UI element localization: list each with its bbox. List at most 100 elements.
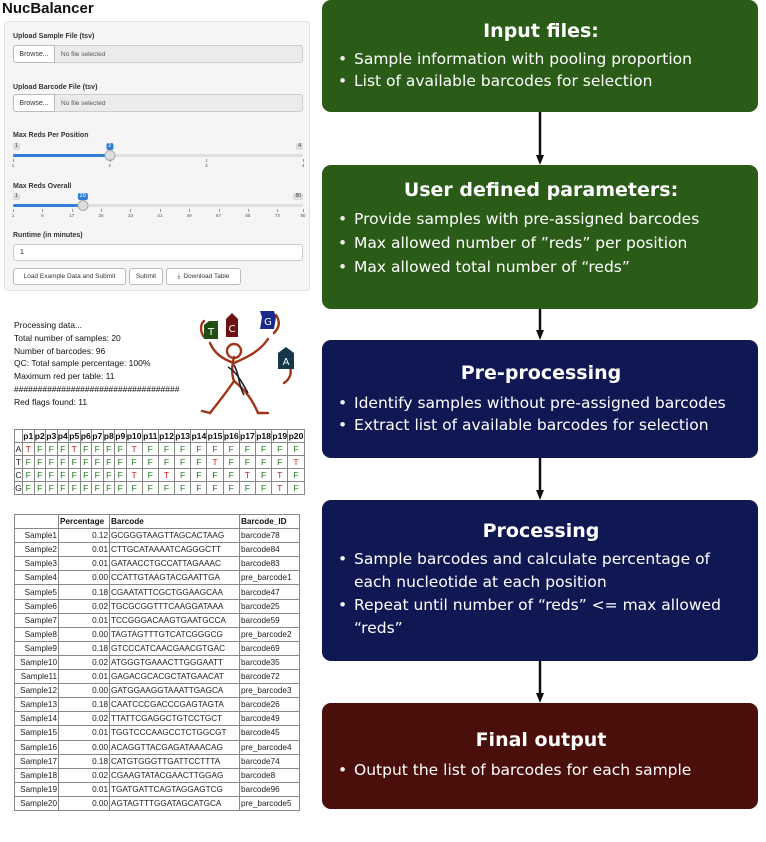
flag-cell: F <box>33 468 46 482</box>
flag-cell: T <box>22 442 35 456</box>
download-table-button[interactable]: ⤓ Download Table <box>166 268 241 285</box>
upload-barcode-label: Upload Barcode File (tsv) <box>13 84 98 91</box>
load-example-button[interactable]: Load Example Data and Submit <box>13 268 126 285</box>
flag-cell: F <box>174 468 192 482</box>
sample-name-cell: Sample17 <box>14 753 59 769</box>
barcode-id-cell: barcode69 <box>239 640 300 656</box>
position-header: p12 <box>157 429 176 443</box>
barcode-cell: CAATCCCGACCCGAGTAGTA <box>109 697 240 713</box>
position-header: p4 <box>56 429 69 443</box>
flag-cell: F <box>141 468 159 482</box>
flag-cell: F <box>174 442 192 456</box>
percentage-cell: 0.18 <box>58 584 110 600</box>
flag-cell: F <box>174 481 192 495</box>
slider-track[interactable] <box>13 204 303 207</box>
submit-button[interactable]: Submit <box>129 268 163 285</box>
browse-sample-button[interactable]: Browse... <box>13 45 55 63</box>
barcode-id-cell: barcode96 <box>239 781 300 797</box>
flag-cell: F <box>114 442 127 456</box>
sample-name-cell: Sample20 <box>14 795 59 811</box>
slider-handle[interactable] <box>77 200 89 211</box>
params-bullet: Provide samples with pre-assigned barcod… <box>338 207 744 231</box>
sample-name-cell: Sample6 <box>14 598 59 614</box>
barcode-cell: CCATTGTAAGTACGAATTGA <box>109 570 240 586</box>
browse-barcode-button[interactable]: Browse... <box>13 94 55 112</box>
barcode-cell: TCCGGGACAAGTGAATGCCA <box>109 612 240 628</box>
flag-cell: F <box>91 442 104 456</box>
slider-tick-mark <box>303 159 304 162</box>
barcode-cell: ATGGGTGAAACTTGGGAATT <box>109 654 240 671</box>
barcode-cell: CGAAGTATACGAACTTGGAG <box>109 767 240 783</box>
flag-cell: F <box>114 481 127 495</box>
log-line: Number of barcodes: 96 <box>14 345 106 356</box>
barcode-cell: AGTAGTTTGGATAGCATGCA <box>109 795 240 811</box>
barcode-cell: CATGTGGGTTGATTCCTTTA <box>109 753 240 769</box>
flag-cell: F <box>254 481 273 495</box>
flag-cell: F <box>271 455 289 469</box>
slider-tick-label: 73 <box>274 213 280 218</box>
nucleotide-t-label: T <box>207 327 215 338</box>
percentage-cell: 0.01 <box>58 669 110 685</box>
barcode-cell: GAGACGCACGCTATGAACAT <box>109 669 240 685</box>
flag-cell: F <box>141 481 159 495</box>
flag-cell: F <box>56 442 69 456</box>
flag-cell: F <box>222 455 240 469</box>
sample-name-cell: Sample9 <box>14 640 59 656</box>
slider-tick-mark <box>206 159 208 162</box>
log-line: ################################### <box>14 383 180 394</box>
slider-fill <box>13 204 83 207</box>
flag-cell: F <box>157 481 176 495</box>
flow-arrow <box>536 661 544 703</box>
slider-tick-label: 17 <box>69 213 75 218</box>
position-header: p15 <box>206 429 224 443</box>
nucleotide-label: G <box>14 481 23 495</box>
barcode-id-cell: barcode45 <box>239 725 300 741</box>
flag-cell: F <box>125 481 143 495</box>
slider-tick-label: 80 <box>300 213 306 218</box>
position-header: p7 <box>91 429 104 443</box>
slider-track[interactable] <box>13 154 303 157</box>
slider-value-label: 20 <box>77 193 88 200</box>
max-reds-overall-label: Max Reds Overall <box>13 183 72 190</box>
sample-name-cell: Sample15 <box>14 725 59 741</box>
barcode-id-cell: barcode72 <box>239 669 300 685</box>
column-header: Percentage <box>58 513 110 530</box>
percentage-cell: 0.00 <box>58 795 110 811</box>
barcode-id-cell: barcode47 <box>239 584 300 600</box>
position-header: p19 <box>271 429 289 443</box>
sample-name-cell: Sample3 <box>14 556 59 572</box>
flag-cell: F <box>206 442 224 456</box>
column-header <box>14 513 59 530</box>
barcode-id-cell: pre_barcode3 <box>239 683 300 699</box>
flag-cell: F <box>114 455 127 469</box>
flag-cell: F <box>238 455 257 469</box>
barcode-id-cell: barcode59 <box>239 612 300 628</box>
barcode-id-cell: barcode78 <box>239 528 300 544</box>
slider-tick-mark <box>159 209 161 212</box>
upload-barcode-field: Browse... No file selected <box>13 94 303 112</box>
flag-cell: F <box>254 455 273 469</box>
runtime-input[interactable]: 1 <box>13 244 303 261</box>
flag-cell: F <box>222 468 240 482</box>
percentage-cell: 0.00 <box>58 683 110 699</box>
percentage-cell: 0.18 <box>58 753 110 769</box>
flag-cell: F <box>190 442 208 456</box>
preproc-bullet: Identify samples without pre-assigned ba… <box>338 392 744 414</box>
params-bullet: Max allowed total number of “reds” <box>338 255 744 279</box>
sample-file-status: No file selected <box>55 45 303 63</box>
sample-name-cell: Sample14 <box>14 711 59 727</box>
flag-cell: F <box>238 481 257 495</box>
final-output-title: Final output <box>475 729 607 751</box>
